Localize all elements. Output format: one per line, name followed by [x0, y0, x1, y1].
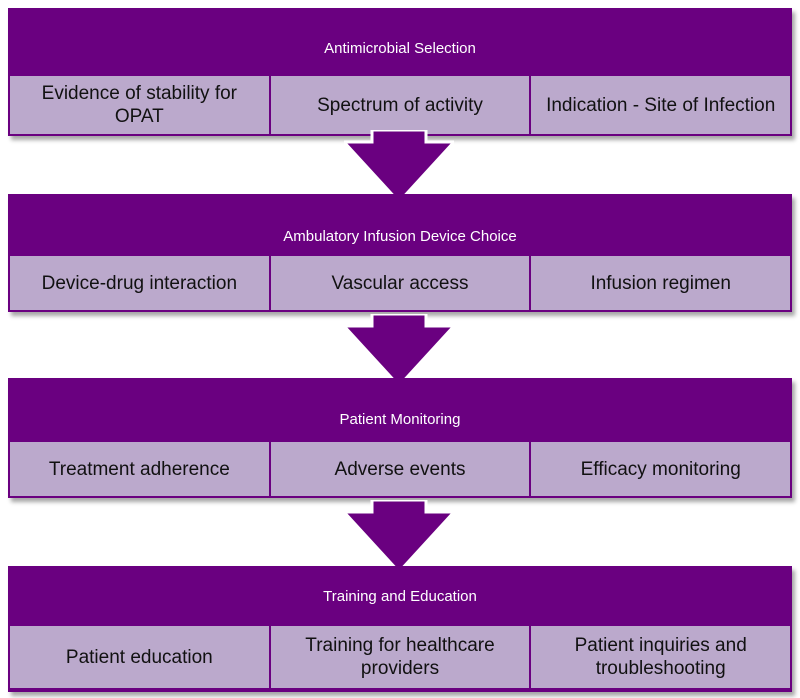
stage-items: Evidence of stability for OPAT Spectrum …: [10, 76, 791, 134]
stage-item: Evidence of stability for OPAT: [10, 76, 269, 134]
stage-items: Patient education Training for healthcar…: [10, 626, 791, 688]
stage-item: Patient education: [10, 626, 269, 688]
stage-item: Spectrum of activity: [270, 76, 530, 134]
down-arrow-icon: [344, 130, 454, 202]
stage-patient-monitoring: Patient Monitoring Treatment adherence A…: [8, 378, 792, 498]
stage-item: Indication - Site of Infection: [531, 76, 791, 134]
stage-item: Infusion regimen: [531, 256, 791, 310]
stage-item: Treatment adherence: [10, 442, 269, 496]
down-arrow-icon: [344, 314, 454, 386]
down-arrow-icon: [344, 500, 454, 572]
stage-items: Treatment adherence Adverse events Effic…: [10, 442, 791, 496]
stage-antimicrobial-selection: Antimicrobial Selection Evidence of stab…: [8, 8, 792, 136]
stage-items: Device-drug interaction Vascular access …: [10, 256, 791, 310]
stage-item: Adverse events: [270, 442, 530, 496]
stage-title: Antimicrobial Selection: [324, 40, 476, 57]
stage-training-and-education: Training and Education Patient education…: [8, 566, 792, 692]
stage-item: Efficacy monitoring: [531, 442, 791, 496]
stage-item: Vascular access: [270, 256, 530, 310]
stage-item: Device-drug interaction: [10, 256, 269, 310]
stage-item: Training for healthcare providers: [270, 626, 530, 688]
stage-title: Patient Monitoring: [339, 411, 461, 428]
stage-item: Patient inquiries and troubleshooting: [531, 626, 791, 688]
stage-title: Training and Education: [323, 588, 477, 605]
stage-ambulatory-infusion-device-choice: Ambulatory Infusion Device Choice Device…: [8, 194, 792, 312]
stage-title: Ambulatory Infusion Device Choice: [283, 228, 517, 245]
